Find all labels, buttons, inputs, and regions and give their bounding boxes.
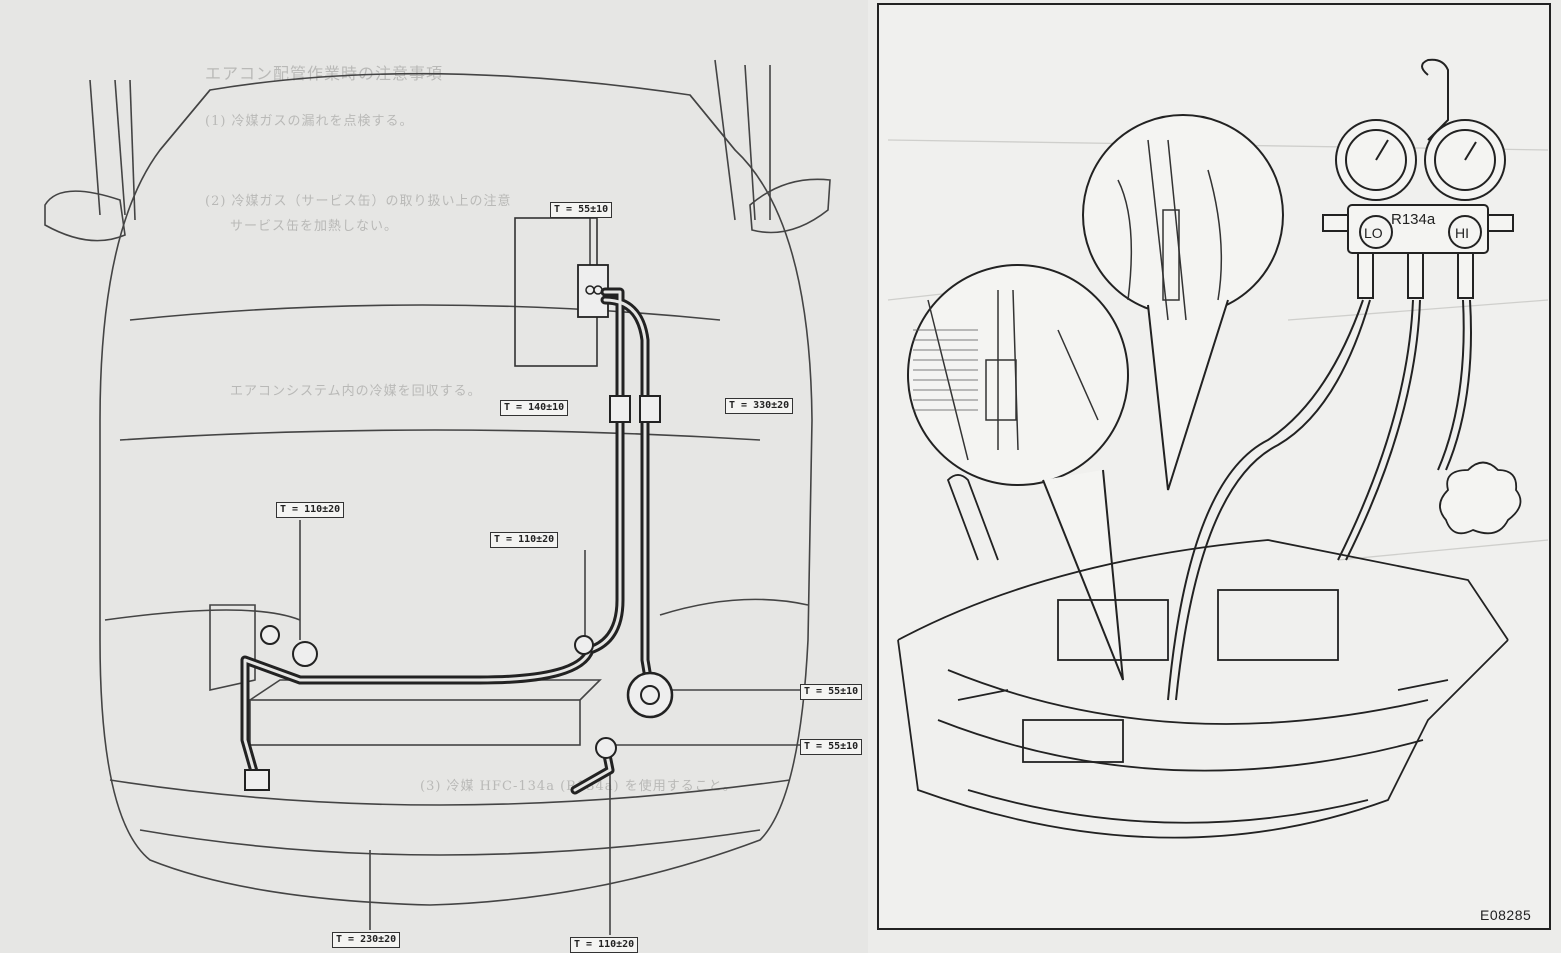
manifold-gauge-set [1322, 58, 1514, 299]
high-side-label: HI [1455, 225, 1469, 241]
car-ac-piping-diagram [44, 59, 831, 935]
refrigerant-type-label: R134a [1391, 211, 1436, 228]
bleed-through-line: (1) 冷媒ガスの漏れを点検する。 [205, 114, 414, 129]
bleed-through-line: (2) 冷媒ガス（サービス缶）の取り扱い上の注意 [205, 194, 512, 209]
torque-label: T = 330±20 [725, 398, 794, 414]
bleed-through-line: エアコンシステム内の冷媒を回収する。 [230, 384, 482, 399]
detail-bubble-low [907, 264, 1129, 486]
refrigerant-spray [1439, 461, 1522, 535]
torque-label: T = 110±20 [276, 502, 345, 518]
bleed-through-line: サービス缶を加熱しない。 [230, 219, 399, 234]
torque-label: T = 55±10 [800, 739, 863, 755]
torque-label: T = 230±20 [332, 932, 401, 948]
bleed-through-heading: エアコン配管作業時の注意事項 [205, 64, 444, 83]
torque-label: T = 140±10 [500, 400, 569, 416]
right-page-figure: R134a LO HI E08285 [868, 0, 1561, 953]
torque-label: T = 55±10 [800, 684, 863, 700]
car-front-illustration [897, 474, 1509, 839]
torque-label: T = 110±20 [570, 937, 639, 953]
torque-label: T = 110±20 [490, 532, 559, 548]
figure-code: E08285 [1480, 907, 1532, 923]
left-page-diagram: エアコン配管作業時の注意事項 (1) 冷媒ガスの漏れを点検する。 (2) 冷媒ガ… [44, 59, 863, 953]
gauge-manifold-illustration: R134a LO HI [877, 3, 1551, 930]
low-side-label: LO [1364, 225, 1383, 241]
torque-label: T = 55±10 [550, 202, 613, 218]
